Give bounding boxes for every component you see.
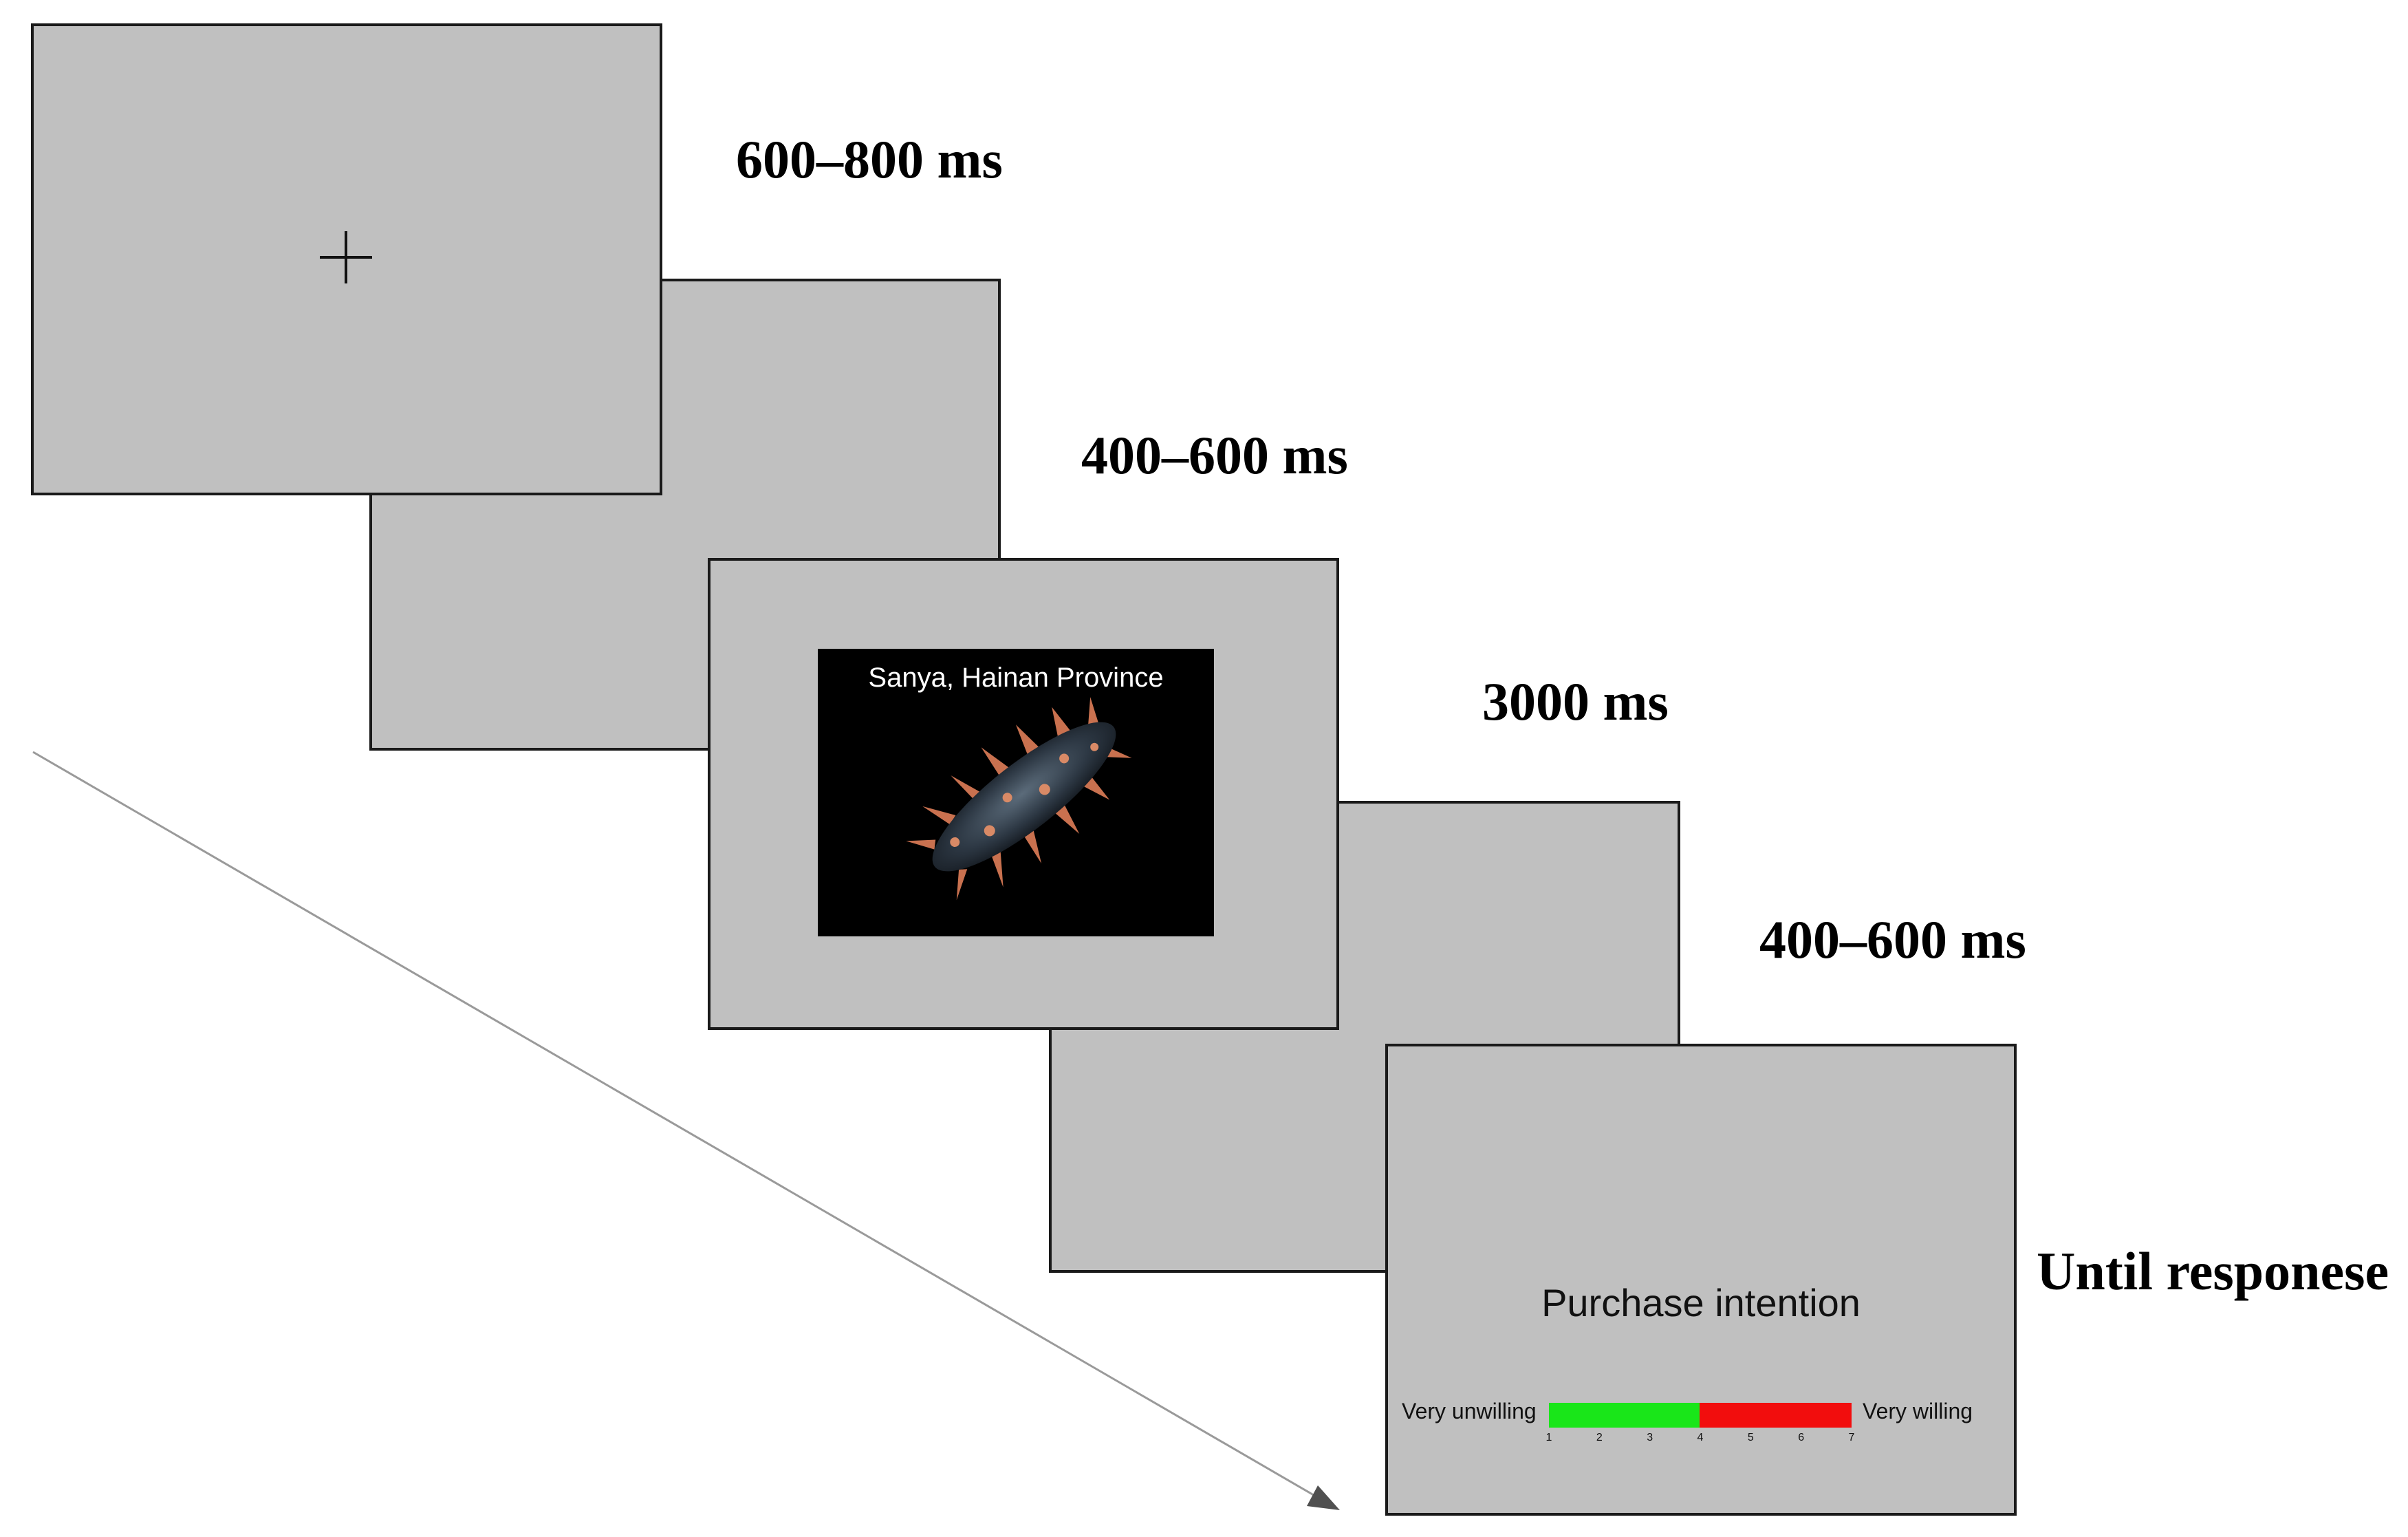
scale-tick-1[interactable]: 1	[1545, 1432, 1552, 1443]
scale-left-label: Very unwilling	[1402, 1399, 1537, 1423]
timing-label-rating: Until responese	[2037, 1241, 2389, 1301]
timing-label-stimulus: 3000 ms	[1482, 671, 1669, 731]
scale-low-segment	[1549, 1403, 1700, 1428]
scale-tick-7[interactable]: 7	[1848, 1432, 1855, 1443]
rating-screen: Purchase intention Very unwilling Very w…	[1385, 1044, 2017, 1516]
timing-label-blank-2: 400–600 ms	[1759, 910, 2026, 969]
scale-tick-5[interactable]: 5	[1747, 1432, 1754, 1443]
rating-title: Purchase intention	[1541, 1281, 1861, 1324]
scale-high-segment	[1700, 1403, 1852, 1428]
scale-tick-2[interactable]: 2	[1596, 1432, 1603, 1443]
scale-right-label: Very willing	[1863, 1399, 1973, 1423]
scale-tick-4[interactable]: 4	[1697, 1432, 1704, 1443]
sea-cucumber-image	[906, 697, 1132, 901]
stimulus-screen: Sanya, Hainan Province	[708, 558, 1339, 1030]
timing-label-blank-1: 400–600 ms	[1081, 425, 1348, 485]
timing-label-fixation: 600–800 ms	[736, 129, 1003, 189]
scale-tick-6[interactable]: 6	[1798, 1432, 1805, 1443]
stimulus-image: Sanya, Hainan Province	[818, 649, 1214, 936]
scale-tick-3[interactable]: 3	[1647, 1432, 1653, 1443]
fixation-screen	[31, 23, 662, 495]
stimulus-caption: Sanya, Hainan Province	[868, 663, 1164, 693]
